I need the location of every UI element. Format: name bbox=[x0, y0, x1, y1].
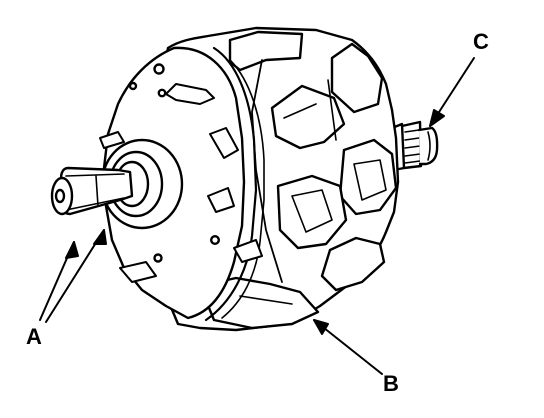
callout-label-c: C bbox=[473, 29, 489, 54]
leader-lines bbox=[39, 57, 475, 375]
rear-threaded-shaft bbox=[390, 120, 439, 172]
front-shaft bbox=[50, 166, 134, 216]
callout-label-a: A bbox=[26, 324, 42, 349]
callout-label-b: B bbox=[383, 371, 399, 396]
retaining-clips bbox=[99, 83, 263, 283]
